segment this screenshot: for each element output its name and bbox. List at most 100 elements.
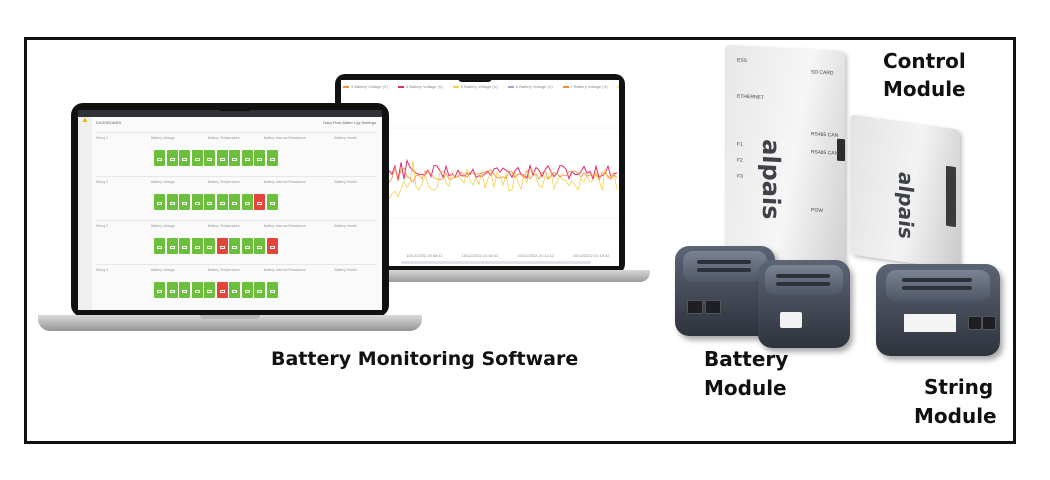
battery-cell[interactable] xyxy=(166,150,178,166)
brand-logo: alpais xyxy=(894,170,918,241)
battery-cell[interactable] xyxy=(166,194,178,210)
battery-cells xyxy=(154,150,278,166)
battery-cell[interactable] xyxy=(204,150,215,166)
vent xyxy=(776,274,830,278)
string-label: String 2 xyxy=(96,180,109,184)
legend-entry[interactable]: 8 Battery Voltage (V) xyxy=(617,84,619,89)
battery-icon xyxy=(219,290,225,293)
legend-entry[interactable]: 5 Battery Voltage (V) xyxy=(452,84,498,89)
battery-cell[interactable] xyxy=(216,194,228,210)
legend-swatch xyxy=(617,85,619,88)
battery-icon xyxy=(244,158,250,161)
rj-port xyxy=(982,316,996,330)
battery-cell[interactable] xyxy=(179,282,190,298)
laptop-chart-base xyxy=(320,270,650,282)
battery-cell[interactable] xyxy=(254,194,265,210)
legend-swatch xyxy=(343,85,349,88)
battery-cell[interactable] xyxy=(229,282,240,298)
battery-cell[interactable] xyxy=(254,238,265,254)
legend-label: 3 Battery Voltage (V) xyxy=(351,84,388,89)
battery-cell[interactable] xyxy=(216,150,228,166)
legend-swatch xyxy=(507,85,514,88)
battery-icon xyxy=(169,158,175,161)
battery-icon xyxy=(244,246,250,249)
legend-entry[interactable]: 6 Battery Voltage (V) xyxy=(507,84,553,89)
port-label: F3 xyxy=(737,173,743,180)
rj-port xyxy=(968,316,982,330)
battery-cell[interactable] xyxy=(254,150,265,166)
legend-entry[interactable]: 4 Battery Voltage (V) xyxy=(397,84,443,89)
caption-string-line2: Module xyxy=(914,404,997,428)
battery-cell[interactable] xyxy=(191,150,203,166)
legend-label: 7 Battery Voltage (V) xyxy=(570,84,608,89)
battery-icon xyxy=(257,158,262,161)
battery-cell[interactable] xyxy=(166,282,178,298)
battery-cells xyxy=(154,238,278,254)
battery-icon xyxy=(157,158,162,161)
power-connector xyxy=(780,312,802,328)
string-label: String 3 xyxy=(96,224,109,228)
column-header: Battery Internal Resistance xyxy=(263,180,306,184)
battery-cell[interactable] xyxy=(266,282,278,298)
battery-cell[interactable] xyxy=(166,238,178,254)
x-tick-label: 10/12/2022 20:58:11 xyxy=(406,253,443,258)
battery-icon xyxy=(182,246,187,249)
control-module-secondary: alpais xyxy=(850,114,960,270)
battery-cell[interactable] xyxy=(216,282,228,298)
battery-icon xyxy=(182,202,187,205)
legend-entry[interactable]: 3 Battery Voltage (V) xyxy=(343,84,388,89)
battery-cell[interactable] xyxy=(266,238,278,254)
battery-cell[interactable] xyxy=(154,238,165,254)
battery-cell[interactable] xyxy=(241,150,253,166)
battery-cell[interactable] xyxy=(154,194,165,210)
battery-icon xyxy=(207,202,212,205)
battery-cell[interactable] xyxy=(179,150,190,166)
battery-cell[interactable] xyxy=(204,238,215,254)
port-label: POW xyxy=(811,207,823,214)
battery-cell[interactable] xyxy=(241,238,253,254)
legend-label: 6 Battery Voltage (V) xyxy=(515,84,553,89)
rj-port xyxy=(705,300,721,314)
dashboard-screen: ▲ DASHBOARD Data Flow Alarm Log Settings… xyxy=(78,110,382,310)
battery-cell[interactable] xyxy=(229,150,240,166)
battery-cell[interactable] xyxy=(229,238,240,254)
battery-cell[interactable] xyxy=(191,194,203,210)
battery-cell[interactable] xyxy=(216,238,228,254)
battery-cell[interactable] xyxy=(241,282,253,298)
app-top-bar xyxy=(78,110,382,117)
dashboard-title: DASHBOARD xyxy=(96,120,122,125)
brand-logo: alpais xyxy=(757,138,785,221)
battery-cell[interactable] xyxy=(266,194,278,210)
caption-string-line1: String xyxy=(924,375,994,399)
battery-cell[interactable] xyxy=(204,282,215,298)
battery-cell[interactable] xyxy=(204,194,215,210)
battery-cell[interactable] xyxy=(154,282,165,298)
battery-icon xyxy=(269,246,275,249)
port-label: ESS xyxy=(737,57,748,65)
battery-cell[interactable] xyxy=(154,150,165,166)
battery-cell[interactable] xyxy=(266,150,278,166)
app-logo-icon: ▲ xyxy=(81,115,89,124)
battery-cell[interactable] xyxy=(191,282,203,298)
legend-entry[interactable]: 7 Battery Voltage (V) xyxy=(562,84,608,89)
column-header: Battery Health xyxy=(334,268,357,272)
vent xyxy=(697,260,751,264)
battery-cell[interactable] xyxy=(229,194,240,210)
vent xyxy=(776,282,830,286)
battery-cell[interactable] xyxy=(179,238,190,254)
battery-cell[interactable] xyxy=(179,194,190,210)
battery-icon xyxy=(232,290,237,293)
battery-cell[interactable] xyxy=(241,194,253,210)
battery-cell[interactable] xyxy=(191,238,203,254)
port-label: RS485 CAN2 xyxy=(811,149,842,157)
battery-cell[interactable] xyxy=(254,282,265,298)
chart-range-scrollbar[interactable] xyxy=(401,261,591,264)
caption-software: Battery Monitoring Software xyxy=(271,348,579,370)
